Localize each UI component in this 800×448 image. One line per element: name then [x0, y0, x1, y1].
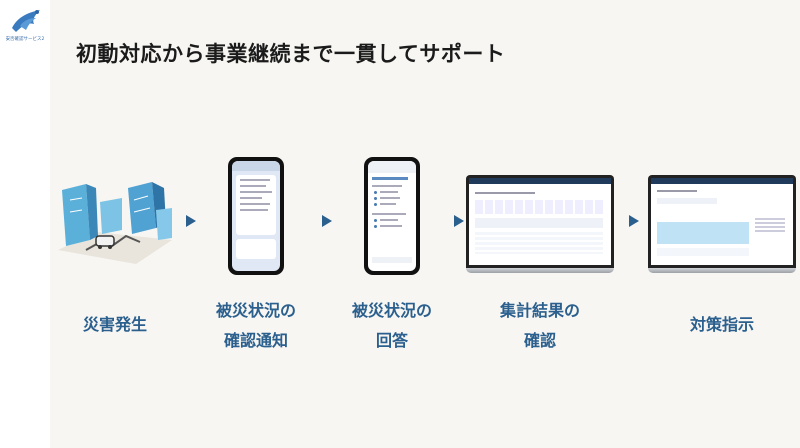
logo-text: 安否確認サービス2 — [5, 37, 45, 42]
step-caption-2: 被災状況の 確認通知 — [215, 301, 296, 350]
flow-arrow-2 — [322, 215, 332, 227]
flow-arrow-1 — [186, 215, 196, 227]
sidebar: 安否確認サービス2 — [0, 0, 50, 448]
laptop-instructions — [648, 175, 796, 275]
page-title: 初動対応から事業継続まで一貫してサポート — [76, 42, 506, 66]
phone-answer-form — [364, 157, 420, 275]
disaster-illustration — [56, 180, 174, 266]
brand-logo: 安否確認サービス2 — [4, 6, 46, 46]
flow-arrow-4 — [629, 215, 639, 227]
step-caption-5: 対策指示 — [689, 315, 754, 334]
laptop-results — [466, 175, 614, 275]
step-caption-4: 集計結果の 確認 — [499, 301, 580, 350]
step-caption-1: 災害発生 — [82, 315, 147, 334]
dove-icon — [12, 10, 40, 32]
step-caption-3: 被災状況の 回答 — [351, 301, 432, 350]
flow-arrow-3 — [454, 215, 464, 227]
phone-notification — [228, 157, 284, 275]
